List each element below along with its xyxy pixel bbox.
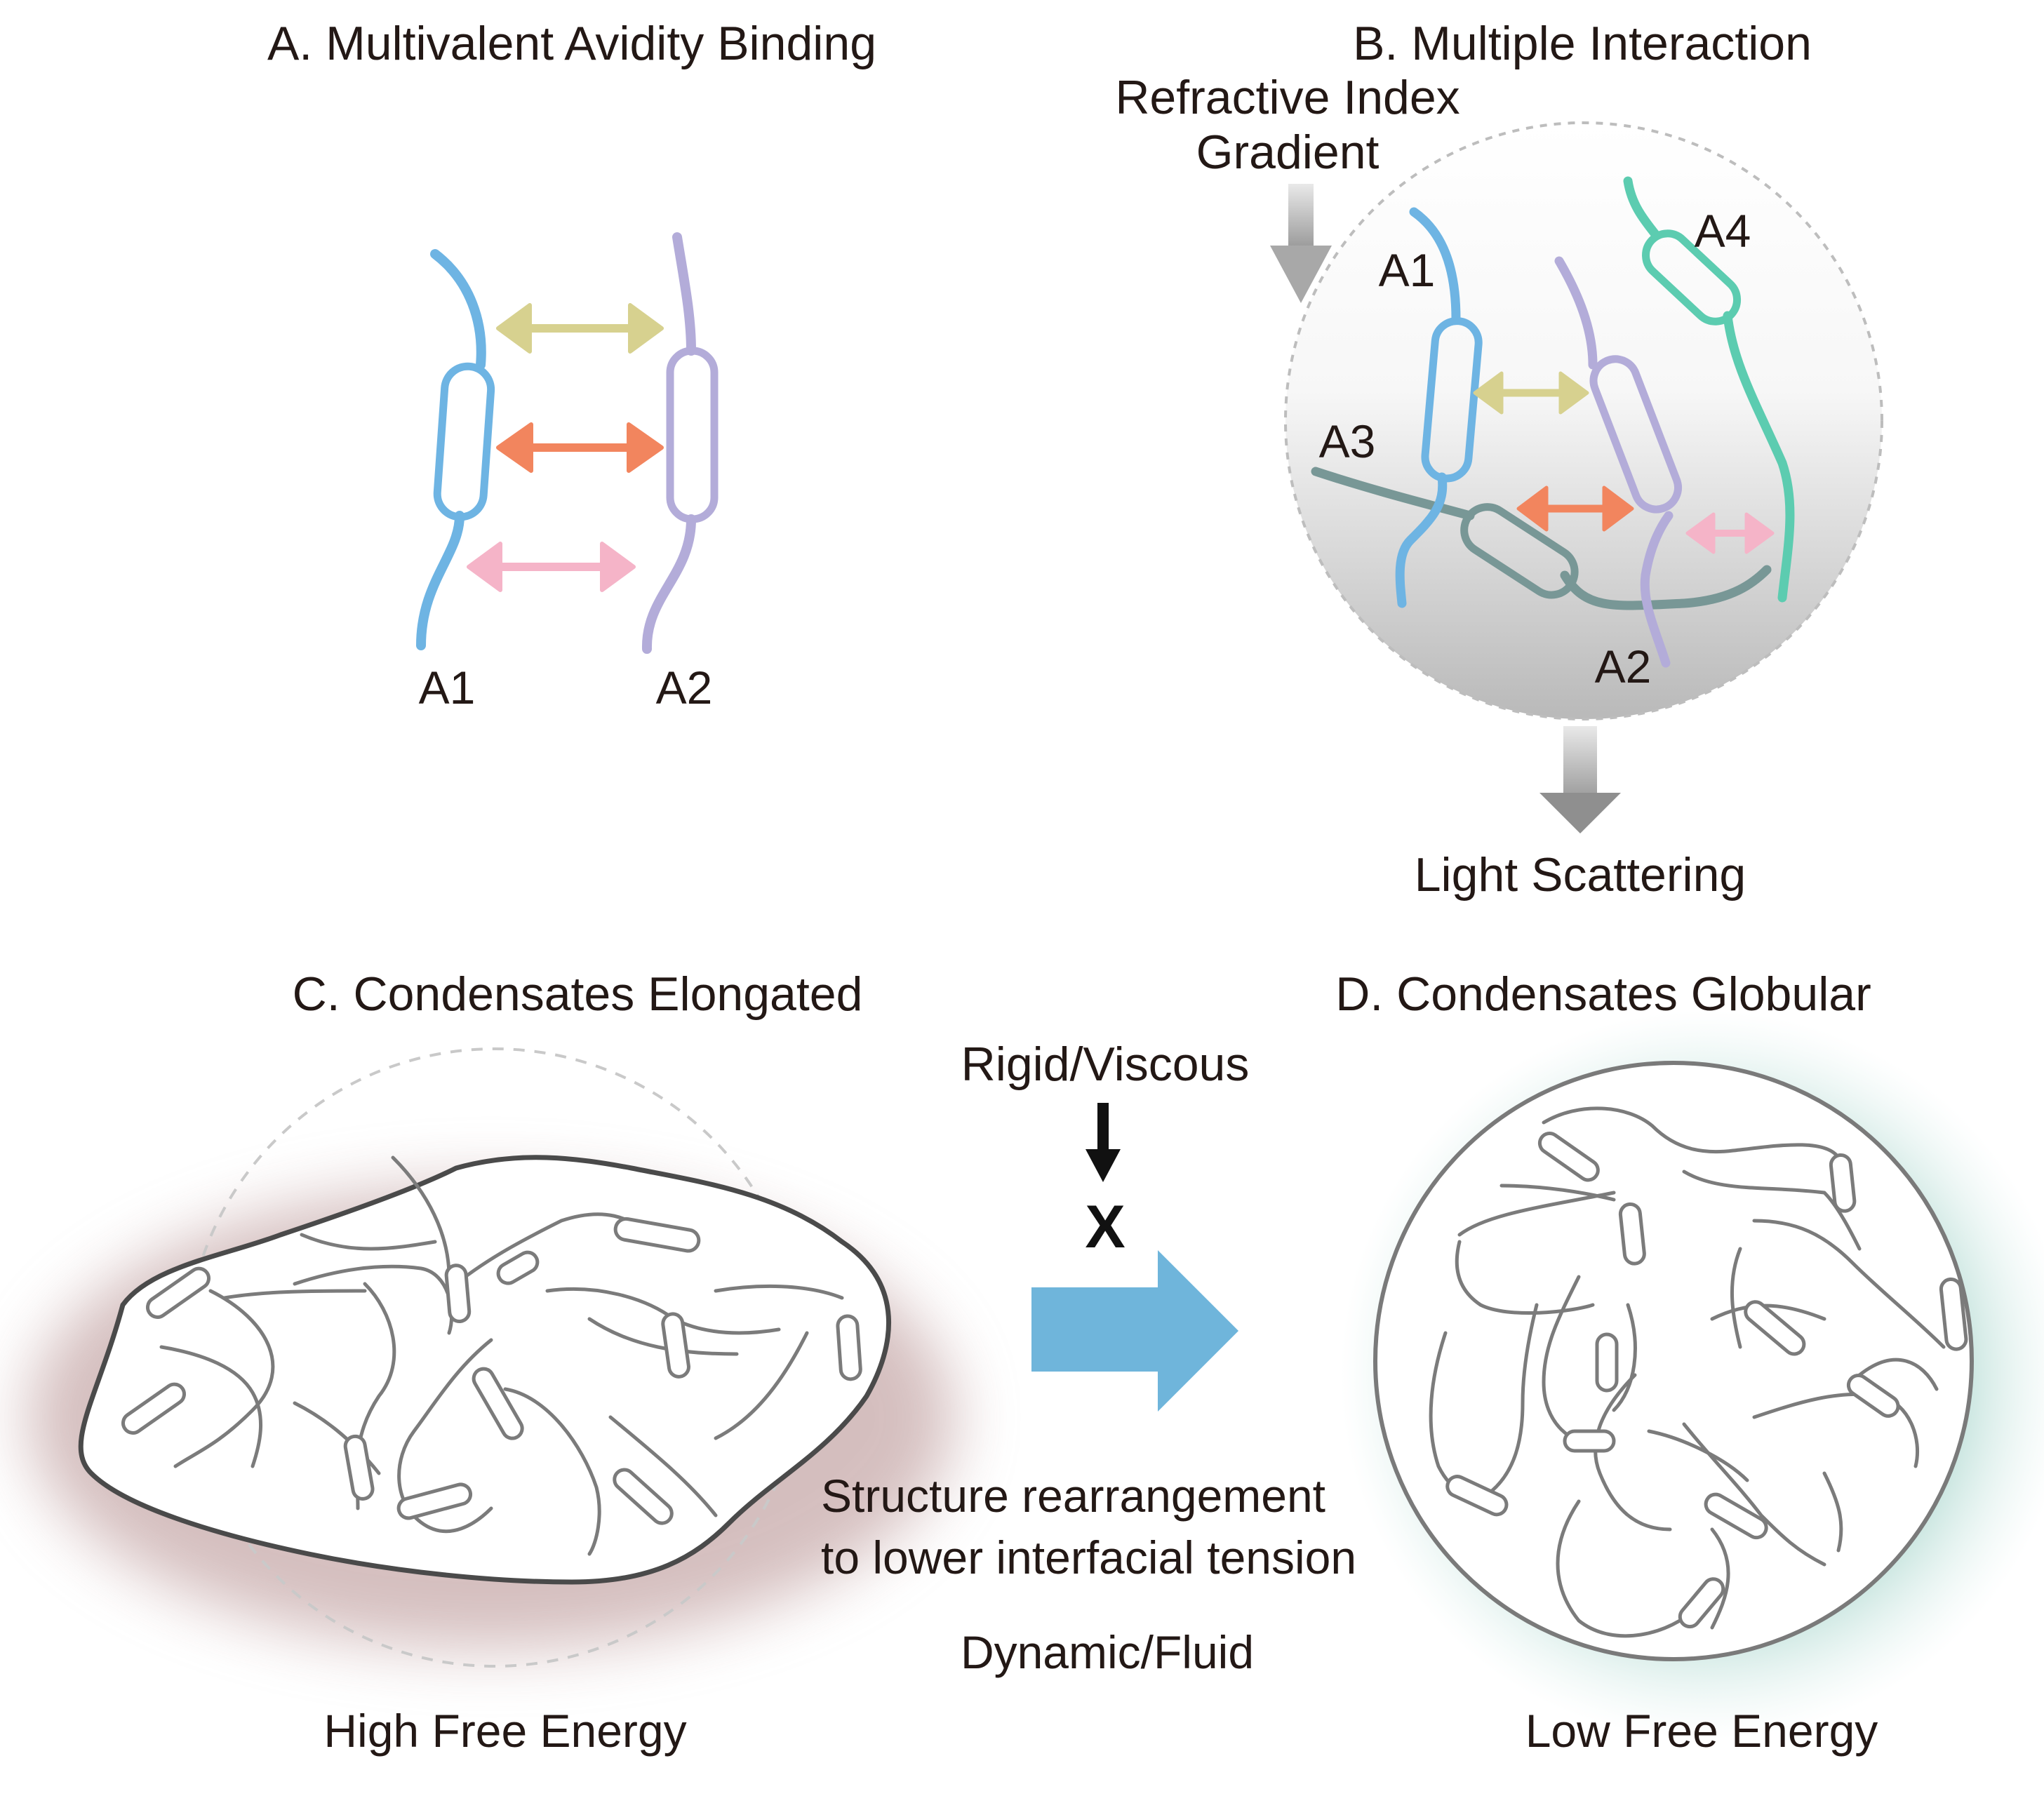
panel-a-label-a1: A1: [419, 662, 476, 713]
b-a1-strand: [1395, 207, 1483, 608]
panel-b-label-a2: A2: [1595, 641, 1652, 692]
b-a4-strand: [1623, 176, 1795, 603]
light-scattering-label: Light Scattering: [1415, 848, 1746, 902]
globular-chains: [1429, 1106, 1946, 1638]
block-x-mark: X: [1085, 1193, 1125, 1261]
gradient-label-line1: Refractive Index: [1115, 71, 1459, 124]
a2-binding-domain: [666, 347, 719, 523]
panel-d: D. Condensates Globular: [1335, 967, 2044, 1757]
transition-big-arrow: [1031, 1250, 1238, 1412]
panel-b-label-a3: A3: [1319, 415, 1376, 467]
b-orange-double-arrow: [1516, 485, 1634, 532]
panel-c-title: C. Condensates Elongated: [293, 967, 863, 1021]
a3-binding-domain: [1460, 503, 1579, 599]
panel-b-title: B. Multiple Interaction: [1353, 17, 1812, 70]
elongated-chains: [159, 1155, 844, 1556]
rearrange-line2: to lower interfacial tension: [821, 1532, 1356, 1583]
panel-a: A. Multivalent Avidity Binding: [267, 17, 876, 713]
a1-binding-domain: [433, 362, 495, 521]
light-scattering-arrow: [1539, 726, 1621, 833]
high-free-energy-label: High Free Energy: [323, 1705, 686, 1757]
a2-strand: [641, 232, 719, 654]
khaki-double-arrow: [496, 303, 664, 354]
panel-a-label-a2: A2: [656, 662, 713, 713]
a1-strand: [416, 249, 495, 650]
b-pink-double-arrow: [1685, 512, 1775, 554]
rigid-viscous-label: Rigid/Viscous: [961, 1038, 1250, 1091]
panel-b-label-a4: A4: [1695, 205, 1751, 257]
b-a2-strand: [1554, 256, 1682, 668]
panel-c: C. Condensates Elongated: [28, 967, 954, 1757]
b-a2-binding-domain: [1589, 355, 1682, 514]
b-khaki-double-arrow: [1473, 371, 1589, 415]
panel-b: B. Multiple Interaction Refractive Index…: [1115, 17, 1883, 902]
pink-double-arrow: [467, 542, 636, 592]
low-free-energy-label: Low Free Energy: [1525, 1705, 1878, 1757]
panel-d-title: D. Condensates Globular: [1335, 967, 1871, 1021]
a-interaction-arrows: [467, 303, 664, 592]
blocked-down-arrow: [1086, 1103, 1121, 1182]
rearrange-line1: Structure rearrangement: [821, 1470, 1325, 1522]
globular-rods: [1445, 1131, 1968, 1629]
gradient-label-line2: Gradient: [1196, 126, 1380, 179]
dynamic-fluid-label: Dynamic/Fluid: [961, 1626, 1254, 1678]
b-a1-binding-domain: [1421, 317, 1483, 483]
orange-double-arrow: [496, 422, 664, 473]
a4-binding-domain: [1642, 229, 1742, 326]
b-a3-strand: [1311, 467, 1772, 610]
refractive-gradient-arrow: [1270, 184, 1332, 303]
panel-a-title: A. Multivalent Avidity Binding: [267, 17, 876, 70]
interaction-sphere: [1284, 121, 1883, 721]
panel-b-label-a1: A1: [1379, 244, 1436, 296]
transition: Rigid/Viscous X Structure rearrangement …: [821, 1038, 1356, 1678]
elongated-rods: [121, 1217, 862, 1525]
